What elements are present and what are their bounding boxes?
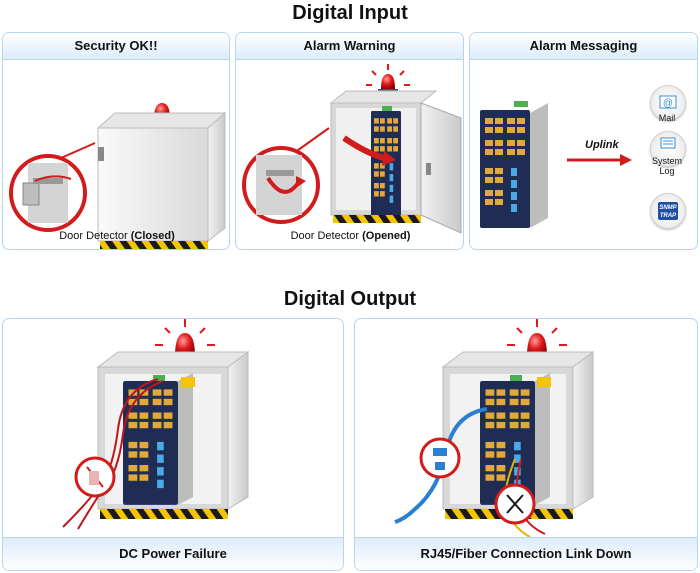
security-ok-header: Security OK!!: [3, 33, 229, 60]
alarm-beacon-icon: [366, 64, 410, 94]
opened-cabinet-illustration: [242, 64, 462, 234]
mail-label: Mail: [658, 113, 676, 123]
svg-text:TRAP: TRAP: [660, 213, 677, 219]
uplink-label: Uplink: [585, 139, 619, 151]
dc-power-failure-footer: DC Power Failure: [3, 537, 343, 570]
dc-power-failure-panel: DC Power Failure: [2, 318, 344, 571]
security-ok-panel: Security OK!! Door Detector (Closed): [2, 32, 230, 250]
digital-output-title: Digital Output: [283, 288, 417, 310]
caption-state: (Closed): [130, 230, 175, 242]
svg-text:SNMP: SNMP: [659, 205, 677, 211]
caption-prefix: Door Detector: [290, 230, 363, 242]
alarm-messaging-panel: Alarm Messaging Uplink @ Mail System Log…: [469, 32, 698, 250]
dc-power-cabinet-illustration: [62, 319, 250, 530]
svg-text:@: @: [663, 98, 673, 109]
alarm-warning-caption: Door Detector (Opened): [236, 230, 463, 242]
messaging-switch-illustration: [480, 101, 632, 228]
caption-state: (Opened): [362, 230, 411, 242]
alarm-warning-panel: Alarm Warning: [235, 32, 464, 250]
system-log-label: System Log: [651, 156, 682, 176]
link-down-cabinet-illustration: [394, 319, 595, 538]
mail-icon: @: [650, 85, 686, 121]
caption-prefix: Door Detector: [59, 230, 131, 242]
alarm-messaging-header: Alarm Messaging: [470, 33, 697, 60]
alarm-warning-header: Alarm Warning: [236, 33, 463, 60]
link-down-panel: RJ45/Fiber Connection Link Down: [354, 318, 698, 571]
system-log-icon: [650, 131, 686, 167]
snmp-trap-icon: SNMP TRAP: [650, 193, 686, 229]
link-down-footer: RJ45/Fiber Connection Link Down: [355, 537, 697, 570]
digital-input-title: Digital Input: [292, 2, 408, 24]
closed-cabinet-illustration: [9, 103, 227, 249]
security-ok-caption: Door Detector (Closed): [3, 230, 229, 242]
